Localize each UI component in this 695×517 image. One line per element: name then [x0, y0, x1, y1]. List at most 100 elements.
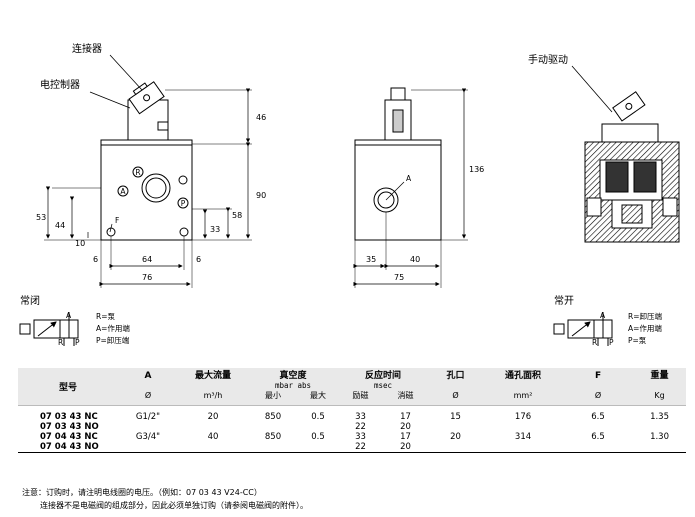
- unit-deexcite: 消磁: [383, 391, 429, 406]
- dim-40: 40: [410, 255, 420, 264]
- cell-f: [563, 442, 633, 453]
- legend-no-2: P=泵: [628, 336, 647, 345]
- cell-t2: 17: [400, 412, 411, 422]
- cell-model: 07 03 43 NO: [40, 422, 99, 432]
- cell-f: [563, 422, 633, 432]
- technical-drawing: R A P F 连接器 电控制器 46 90 58 33: [19, 42, 680, 347]
- cell-weight: 1.30: [650, 432, 669, 442]
- cell-area: 314: [514, 432, 532, 442]
- port-f-letter: F: [115, 216, 119, 225]
- svg-text:P: P: [75, 338, 80, 347]
- cell-model: 07 04 43 NC: [40, 432, 98, 442]
- legend-no-1: A=作用端: [628, 323, 662, 333]
- header-weight: 重量: [633, 368, 687, 381]
- dim-75: 75: [394, 273, 404, 282]
- cell-flow: 40: [207, 432, 219, 442]
- cell-vmin: 850: [264, 412, 282, 422]
- dim-10: 10: [75, 239, 85, 248]
- dim-33: 33: [210, 225, 220, 234]
- cell-weight: 1.35: [650, 412, 669, 422]
- dim-90: 90: [256, 191, 266, 200]
- svg-text:A: A: [600, 311, 606, 320]
- cell-f: 6.5: [591, 432, 605, 442]
- cell-vmax: [298, 442, 338, 453]
- note-line-2: 连接器不是电磁阀的组成部分，因此必须单独订购（请参阅电磁阀的附件）。: [40, 501, 308, 510]
- unit-vac-min: 最小: [248, 391, 298, 406]
- cell-t1: 22: [355, 442, 366, 452]
- side-body: [354, 143, 442, 241]
- header-f: F: [563, 368, 634, 381]
- unit-vac-max: 最大: [298, 391, 339, 406]
- cell-a: [118, 422, 178, 432]
- note-line-1: 注意：订购时，请注明电线圈的电压。（例如：07 03 43 V24-CC）: [22, 488, 262, 497]
- cell-orifice: [428, 422, 483, 432]
- svg-text:R: R: [592, 338, 597, 347]
- cell-f: 6.5: [591, 412, 605, 422]
- cell-t1: 22: [355, 422, 366, 432]
- connector-plug: [128, 81, 165, 115]
- header-max-flow: 最大流量: [178, 368, 248, 381]
- subheader-response: msec: [338, 381, 429, 391]
- svg-text:P: P: [609, 338, 614, 347]
- label-normally-closed: 常闭: [20, 294, 40, 307]
- cell-a: [118, 442, 178, 453]
- cell-flow: 20: [207, 412, 219, 422]
- cell-model: 07 04 43 NO: [40, 442, 99, 452]
- port-r-mark: [132, 166, 144, 178]
- table-row: 07 03 43 NO 22 20: [18, 422, 686, 432]
- cell-a: G3/4": [135, 432, 161, 442]
- unit-weight: Kg: [633, 391, 687, 406]
- dim-44: 44: [55, 221, 65, 230]
- cell-vmax: 0.5: [311, 412, 325, 422]
- subheader-vacuum: mbar abs: [248, 381, 339, 391]
- dim-6b: 6: [196, 255, 201, 264]
- legend-no-0: R=卸压端: [628, 311, 662, 321]
- cell-t1: 33: [355, 412, 366, 422]
- notes: 注意：订购时，请注明电线圈的电压。（例如：07 03 43 V24-CC） 连接…: [22, 486, 308, 512]
- header-vacuum: 真空度: [248, 368, 339, 381]
- dim-35: 35: [366, 255, 376, 264]
- unit-excite: 励磁: [338, 391, 384, 406]
- unit-a: Ø: [118, 391, 178, 406]
- header-area: 通孔面积: [483, 368, 564, 381]
- cell-flow: [178, 422, 248, 432]
- cell-vmin: [248, 442, 298, 453]
- cell-model: 07 03 43 NC: [40, 412, 98, 422]
- legend-nc-1: A=作用端: [96, 323, 130, 333]
- table-row: 07 03 43 NC G1/2" 20 850 0.5 33 17 15 176 6.5 1.35: [18, 406, 686, 423]
- unit-orifice: Ø: [428, 391, 484, 406]
- label-normally-open: 常开: [554, 294, 574, 307]
- port-a-letter: A: [120, 187, 126, 196]
- cell-weight: [633, 442, 686, 453]
- dim-76: 76: [142, 273, 152, 282]
- cell-area: [483, 422, 563, 432]
- cell-a: G1/2": [135, 412, 161, 422]
- cell-weight: [633, 422, 686, 432]
- label-manual-override: 手动驱动: [528, 53, 568, 66]
- dim-58: 58: [232, 211, 242, 220]
- cell-orifice: 15: [450, 412, 461, 422]
- port-r-letter: R: [135, 168, 140, 177]
- port-p-letter: P: [181, 199, 186, 208]
- top-plate: [100, 139, 193, 146]
- side-port-letter: A: [406, 174, 412, 183]
- spec-table-body: 07 03 43 NC G1/2" 20 850 0.5 33 17 15 176 6.5 1.35…: [18, 406, 687, 453]
- cell-area: [483, 442, 563, 453]
- cell-orifice: 20: [450, 432, 461, 442]
- label-solenoid: 电控制器: [40, 78, 80, 91]
- unit-f: Ø: [563, 391, 634, 406]
- label-connector: 连接器: [72, 42, 102, 55]
- svg-text:R: R: [58, 338, 63, 347]
- cell-t2: 20: [400, 442, 411, 452]
- cell-flow: [178, 442, 248, 453]
- symbol-normally-open: 常开 A R P R=卸压端 A=作用端 P=泵: [553, 294, 662, 347]
- header-model: 型号: [18, 368, 118, 406]
- header-a: A: [118, 368, 178, 381]
- dim-46: 46: [256, 113, 266, 122]
- cell-t1: 33: [355, 432, 366, 442]
- cell-area: 176: [514, 412, 532, 422]
- side-view: A 136 35 40 75: [353, 87, 484, 288]
- front-view: R A P F 连接器 电控制器 46 90 58 33: [36, 42, 266, 288]
- cell-t2: 20: [400, 422, 411, 432]
